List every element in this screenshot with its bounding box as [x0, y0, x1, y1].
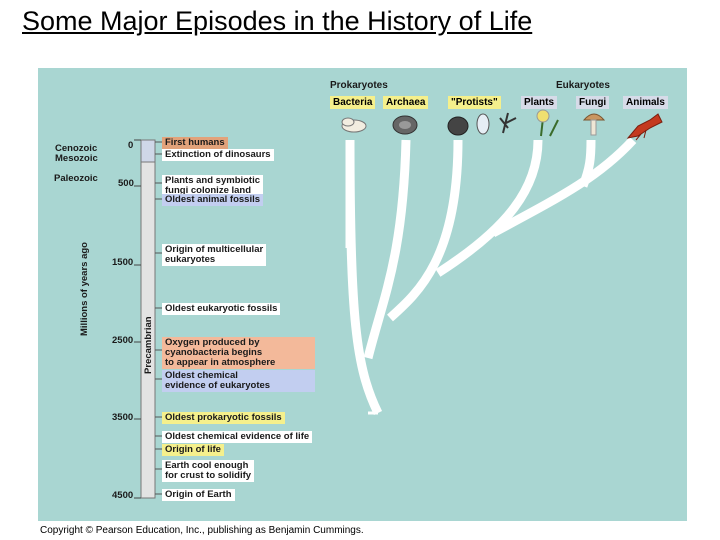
axis-label: Millions of years ago — [79, 242, 90, 336]
tick-4500: 4500 — [112, 490, 134, 501]
slide-title: Some Major Episodes in the History of Li… — [22, 6, 533, 36]
event-line: cyanobacteria begins — [165, 347, 263, 358]
diagram-panel: Prokaryotes Eukaryotes Bacteria Archaea … — [38, 68, 687, 521]
event-line: to appear in atmosphere — [165, 357, 276, 368]
event-origin-of-earth: Origin of Earth — [162, 489, 235, 501]
tick-0: 0 — [128, 140, 134, 151]
event-oldest-eukaryotic-fossils: Oldest eukaryotic fossils — [162, 303, 281, 315]
copyright-notice: Copyright © Pearson Education, Inc., pub… — [40, 525, 364, 536]
tree-branch-protists — [387, 139, 463, 322]
tick-1500: 1500 — [112, 257, 134, 268]
era-precambrian: Precambrian — [143, 316, 154, 374]
event-origin-of-life: Origin of life — [162, 444, 224, 456]
tick-500: 500 — [118, 178, 134, 189]
event-chemical-evidence-life: Oldest chemical evidence of life — [162, 431, 313, 443]
event-crust-solidify: Earth cool enough for crust to solidify — [162, 460, 255, 482]
era-cenozoic: Cenozoic — [55, 143, 98, 154]
plants-label: Plants — [521, 96, 558, 109]
fungi-label: Fungi — [576, 96, 610, 109]
bacteria-label: Bacteria — [330, 96, 376, 109]
tree-branch-fungi-animals — [490, 136, 637, 237]
event-line: Plants and symbiotic — [165, 175, 261, 186]
event-oxygen-atmosphere: Oxygen produced by cyanobacteria begins … — [162, 337, 315, 369]
event-plants-fungi-land: Plants and symbiotic fungi colonize land — [162, 175, 264, 197]
event-line: Earth cool enough — [165, 460, 249, 471]
event-oldest-animal-fossils: Oldest animal fossils — [162, 194, 264, 206]
prokaryotes-header: Prokaryotes — [330, 80, 388, 91]
protist-icon — [447, 112, 517, 136]
event-line: Oxygen produced by — [165, 337, 260, 348]
event-first-humans: First humans — [162, 137, 228, 149]
animals-label: Animals — [623, 96, 668, 109]
tick-3500: 3500 — [112, 412, 134, 423]
fungus-icon — [582, 113, 606, 136]
archaea-icon — [392, 115, 418, 135]
event-chemical-evidence-eukaryotes: Oldest chemical evidence of eukaryotes — [162, 370, 315, 392]
tree-branch-archaea — [363, 139, 411, 360]
archaea-label: Archaea — [383, 96, 429, 109]
diagram-graphics — [134, 109, 663, 499]
tree-branch-plants — [435, 139, 543, 277]
tick-2500: 2500 — [112, 335, 134, 346]
event-line: Oldest chemical — [165, 370, 238, 381]
eukaryotes-header: Eukaryotes — [556, 80, 610, 91]
protists-label: "Protists" — [448, 96, 501, 109]
era-mesozoic: Mesozoic — [55, 153, 98, 164]
animal-icon — [626, 113, 663, 141]
event-line: Origin of multicellular — [165, 244, 264, 255]
event-extinction-dinosaurs: Extinction of dinosaurs — [162, 149, 274, 161]
event-line: evidence of eukaryotes — [165, 380, 271, 391]
tree-branch-fungi — [578, 139, 596, 188]
event-multicellular-eukaryotes: Origin of multicellular eukaryotes — [162, 244, 267, 266]
event-line: for crust to solidify — [165, 470, 252, 481]
event-oldest-prokaryotic-fossils: Oldest prokaryotic fossils — [162, 412, 285, 424]
timeline-bar-top — [140, 139, 156, 163]
era-paleozoic: Paleozoic — [54, 173, 98, 184]
event-line: fungi colonize land — [165, 185, 252, 196]
bacteria-icon — [341, 117, 367, 133]
plant-icon — [536, 109, 559, 137]
event-line: eukaryotes — [165, 254, 216, 265]
